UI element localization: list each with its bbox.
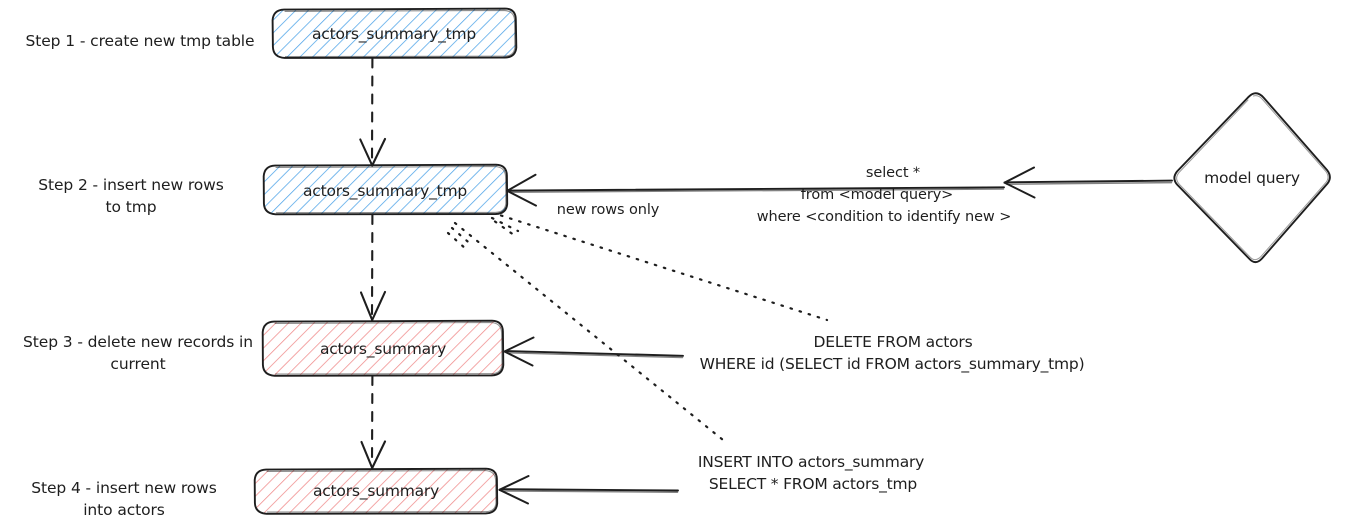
edge-new-rows-only [506,173,1005,207]
node-actors-summary-tmp-step1[interactable] [271,7,518,59]
step-label-3-line2: current [110,355,165,373]
flow-arrow-step1-step2 [359,57,387,167]
node-actors-summary-step3[interactable] [261,319,505,377]
node-label-2: actors_summary_tmp [303,182,467,201]
edge-delete-arrow [503,336,684,367]
node-label-4: actors_summary [313,482,439,501]
insert-sql-line1: INSERT INTO actors_summary [698,453,924,472]
delete-sql-line1: DELETE FROM actors [814,333,973,351]
node-label-model-query: model query [1204,169,1300,187]
model-query-text-line2: from <model query> [801,187,953,203]
step-label-4-line2: into actors [83,501,165,519]
step-label-3-line1: Step 3 - delete new records in [23,333,253,351]
dotted-edge-delete [490,214,829,322]
step-label-1: Step 1 - create new tmp table [26,32,255,50]
node-actors-summary-step4[interactable] [253,467,499,515]
node-label-3: actors_summary [320,340,446,359]
insert-sql-line2: SELECT * FROM actors_tmp [709,475,917,494]
step-label-4-line1: Step 4 - insert new rows [31,479,217,497]
flow-arrow-step3-step4 [360,374,387,470]
edge-model-query [1003,166,1173,199]
model-query-text-line3: where <condition to identify new > [757,209,1012,225]
node-actors-summary-tmp-step2[interactable] [262,163,509,216]
model-query-text-line1: select * [866,165,920,181]
step-label-2-line1: Step 2 - insert new rows [38,176,224,194]
node-model-query[interactable] [1173,92,1331,264]
dotted-edge-insert [446,221,730,446]
step-label-2-line2: to tmp [106,198,157,216]
delete-sql-line2: WHERE id (SELECT id FROM actors_summary_… [700,355,1085,374]
flow-arrow-step2-step3 [359,213,387,322]
edge-label-new-rows-only: new rows only [557,202,660,218]
node-label-1: actors_summary_tmp [312,25,476,44]
edge-insert-arrow [498,475,679,505]
